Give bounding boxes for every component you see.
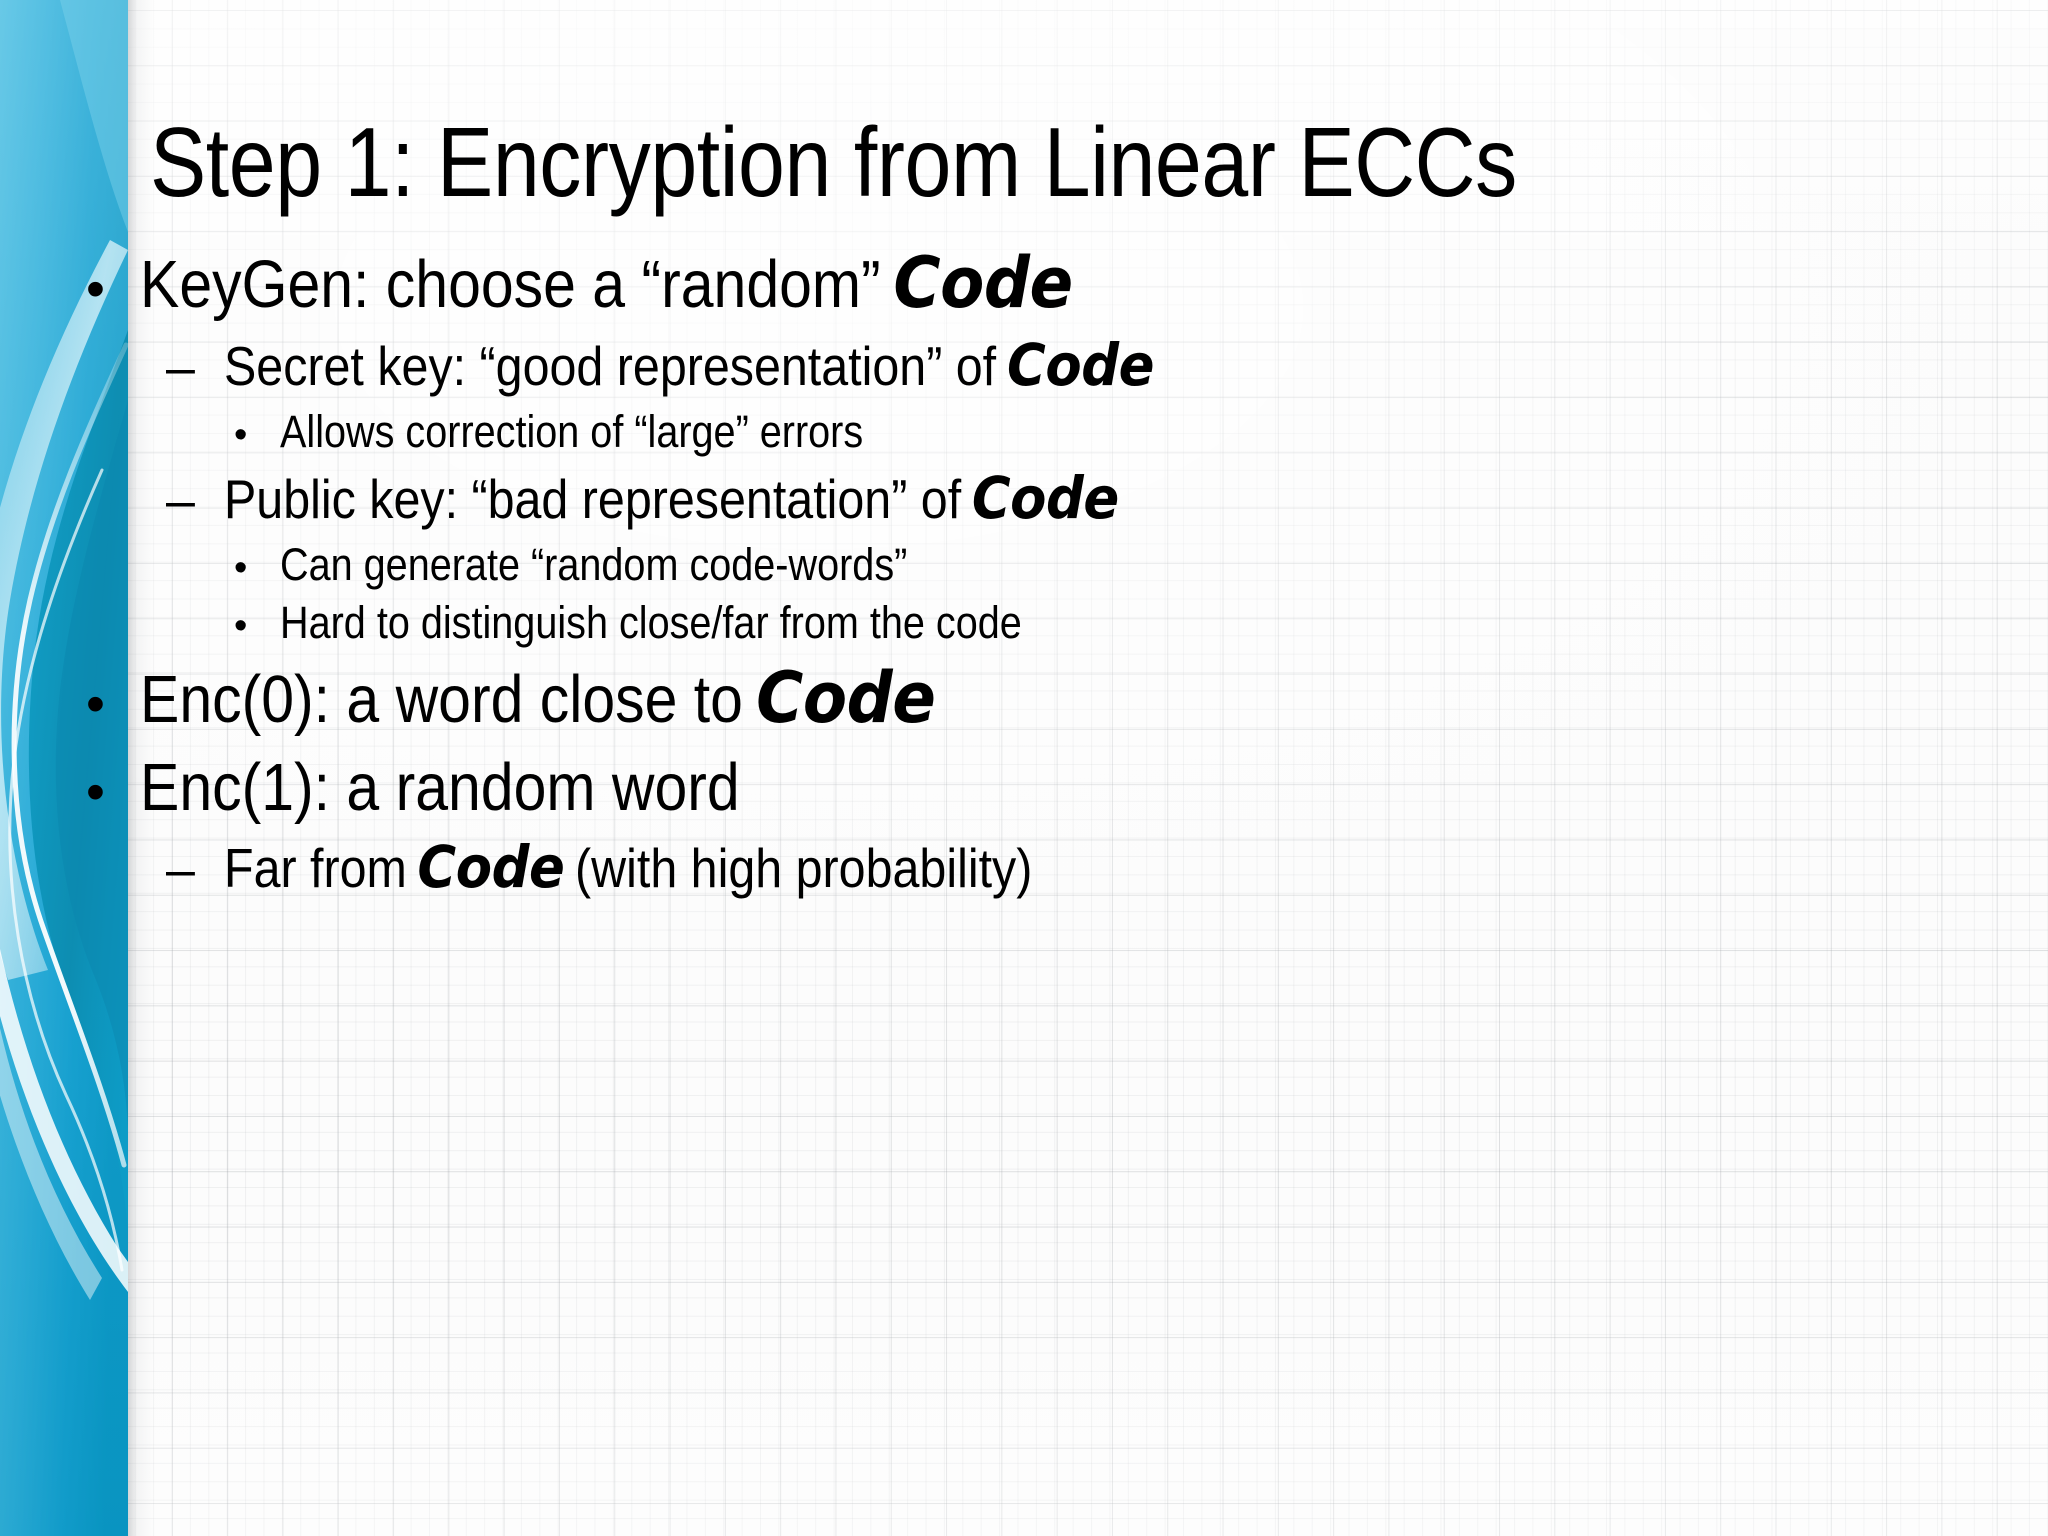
bullet-text: Far from Code (with high probability)	[224, 831, 1032, 905]
bullet-row-level-1: • Enc(0): a word close to Code	[78, 653, 2008, 744]
bullet-text: Secret key: “good representation” of Cod…	[224, 329, 1154, 403]
code-term: Code	[417, 833, 565, 902]
sidebar-ribbon-graphic	[0, 0, 128, 1536]
text-run: (with high probability)	[561, 837, 1033, 900]
bullet-dot-icon: •	[86, 259, 105, 319]
bullet-row-level-3: • Can generate “random code-words”	[78, 536, 2008, 595]
bullet-dash-icon: –	[166, 841, 195, 900]
bullet-text: KeyGen: choose a “random” Code	[140, 238, 1074, 329]
bullet-row-level-3: • Hard to distinguish close/far from the …	[78, 594, 2008, 653]
text-run: Can generate “random code-words”	[280, 538, 908, 590]
slide-body-bullet-list: •KeyGen: choose a “random” Code–Secret k…	[78, 238, 2008, 905]
bullet-row-level-2: –Far from Code (with high probability)	[78, 831, 2008, 905]
text-run: Hard to distinguish close/far from the c…	[280, 597, 1022, 649]
code-term: Code	[893, 242, 1074, 324]
text-run: Allows correction of “large” errors	[280, 406, 864, 458]
text-run: KeyGen: choose a “random”	[140, 247, 898, 322]
bullet-dot-icon: •	[234, 605, 248, 648]
bullet-text: Hard to distinguish close/far from the c…	[280, 594, 1022, 653]
bullet-text: Allows correction of “large” errors	[280, 403, 863, 462]
text-run: Enc(1): a random word	[140, 750, 740, 826]
bullet-row-level-1: • KeyGen: choose a “random” Code	[78, 238, 2008, 329]
text-run: Public key: “bad representation” of	[224, 467, 975, 530]
text-run: Secret key: “good representation” of	[224, 335, 1010, 398]
code-term: Code	[1006, 331, 1154, 400]
bullet-row-level-3: • Allows correction of “large” errors	[78, 403, 2008, 462]
code-term: Code	[755, 656, 936, 739]
bullet-dot-icon: •	[86, 762, 105, 823]
bullet-dot-icon: •	[234, 546, 248, 589]
code-term: Code	[971, 463, 1119, 532]
slide-title: Step 1: Encryption from Linear ECCs	[150, 107, 1517, 217]
bullet-text: Enc(1): a random word	[140, 744, 740, 831]
bullet-dash-icon: –	[166, 339, 195, 398]
bullet-dot-icon: •	[234, 414, 248, 457]
sidebar-decoration	[0, 0, 128, 1536]
bullet-row-level-2: –Public key: “bad representation” of Cod…	[78, 462, 2008, 536]
bullet-text: Enc(0): a word close to Code	[140, 653, 936, 744]
bullet-dot-icon: •	[86, 673, 105, 734]
text-run: Far from	[224, 837, 421, 900]
bullet-text: Public key: “bad representation” of Code	[224, 462, 1119, 536]
bullet-text: Can generate “random code-words”	[280, 536, 907, 595]
bullet-row-level-1: • Enc(1): a random word	[78, 744, 2008, 831]
bullet-row-level-2: –Secret key: “good representation” of Co…	[78, 329, 2008, 403]
bullet-dash-icon: –	[166, 471, 195, 530]
text-run: Enc(0): a word close to	[140, 661, 760, 737]
